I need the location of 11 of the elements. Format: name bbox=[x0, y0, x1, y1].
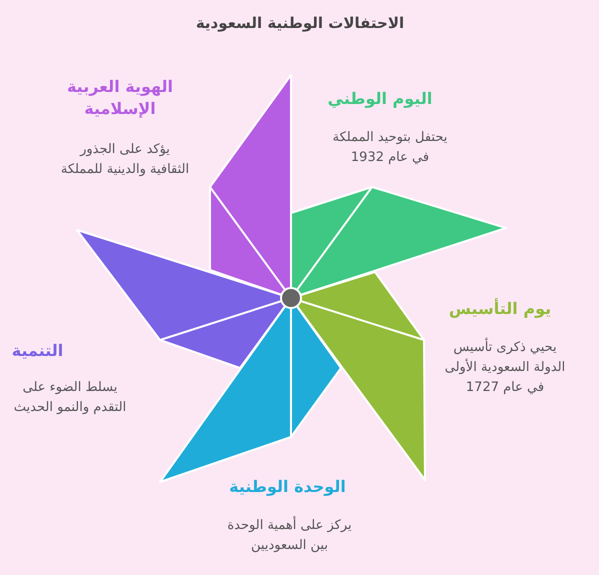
heading: يوم التأسيس bbox=[448, 298, 552, 320]
heading: اليوم الوطني bbox=[326, 88, 434, 110]
description: يركز على أهمية الوحدة بين السعوديين bbox=[226, 516, 353, 555]
description: يحيي ذكرى تأسيس الدولة السعودية الأولى في عام 1727 bbox=[440, 338, 570, 398]
description: يسلط الضوء على التقدم والنمو الحديث bbox=[12, 379, 128, 417]
description: يؤكد على الجذور الثقافية والدينية للمملكة bbox=[60, 141, 190, 179]
title: الاحتفالات الوطنية السعودية bbox=[194, 13, 406, 34]
heading: الهوية العربية الإسلامية bbox=[66, 76, 174, 120]
heading: التنمية bbox=[10, 340, 64, 362]
heading: الوحدة الوطنية bbox=[228, 476, 347, 498]
description: يحتفل بتوحيد المملكة في عام 1932 bbox=[332, 129, 448, 167]
